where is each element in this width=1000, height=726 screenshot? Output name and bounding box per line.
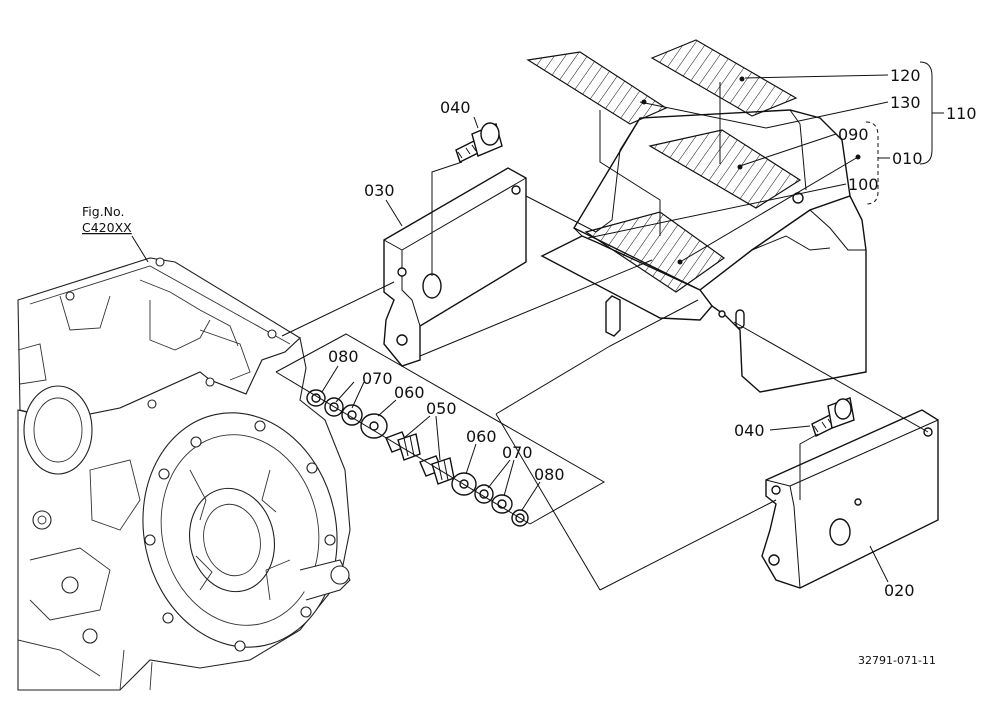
callout-010: 010: [892, 149, 923, 168]
main-cover: [540, 109, 867, 393]
group-bracket-010: [865, 121, 890, 205]
decal-120: [650, 39, 798, 117]
callout-130: 130: [890, 93, 921, 112]
callout-110: 110: [946, 104, 977, 123]
callout-080-left: 080: [328, 347, 359, 366]
figure-ref-label: Fig.No.: [82, 204, 124, 219]
decal-130: [526, 51, 668, 125]
callout-120: 120: [890, 66, 921, 85]
callout-030: 030: [364, 181, 395, 200]
callout-100: 100: [848, 175, 879, 194]
callout-040-top: 040: [440, 98, 471, 117]
group-bracket-110: [919, 61, 944, 165]
callout-leaders: [321, 74, 889, 583]
nut-080-left: [306, 389, 326, 407]
callout-040-right: 040: [734, 421, 765, 440]
figure-ref-code: C420XX: [82, 220, 132, 235]
callout-090: 090: [838, 125, 869, 144]
bracket-030: [383, 167, 527, 367]
stud-050-a: [385, 431, 421, 461]
assembly-lines: [275, 82, 929, 591]
callout-080-right: 080: [534, 465, 565, 484]
callout-070-right: 070: [502, 443, 533, 462]
washers-070-left: [324, 397, 363, 426]
transmission-housing: [17, 257, 351, 691]
bracket-020: [761, 409, 939, 589]
stud-050-b: [419, 455, 455, 485]
bolt-040-right: [811, 397, 855, 437]
callout-070-left: 070: [362, 369, 393, 388]
bolt-040-top: [455, 122, 503, 163]
callout-060-right: 060: [466, 427, 497, 446]
callout-020: 020: [884, 581, 915, 600]
drawing-number: 32791-071-11: [858, 654, 936, 667]
washer-060-left: [360, 413, 388, 439]
callout-060-left: 060: [394, 383, 425, 402]
callout-050: 050: [426, 399, 457, 418]
washers-070-right: [474, 484, 513, 514]
